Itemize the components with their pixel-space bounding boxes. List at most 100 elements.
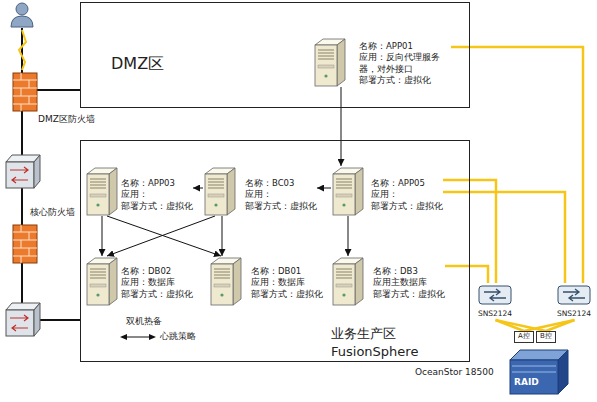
text-block: 核心防火墙 (30, 206, 75, 218)
node-label: SNS2124 (478, 309, 512, 319)
server: 名称：DB01应用：数据库部署方式：虚拟化 (209, 256, 323, 306)
text-block: 业务生产区FusionSphere (331, 325, 418, 360)
srv-icon (85, 256, 119, 306)
flow-arrow (193, 188, 203, 189)
note-label: 双机热备 (126, 316, 162, 327)
node-label: 应用：数据库 (251, 277, 323, 288)
sw-icon (557, 283, 591, 307)
node-label: 应用主数据库 (373, 277, 445, 288)
storage-array: OceanStor 18500 (508, 346, 570, 396)
fc-cable (546, 320, 575, 331)
controller-box: B控 (536, 331, 556, 343)
text-block: 名称：DB02应用：数据库部署方式：虚拟化 (121, 266, 193, 300)
user-icon (11, 3, 33, 27)
text-block: B控 (540, 332, 552, 341)
flow-arrow (317, 188, 331, 189)
server: 名称：DB3应用主数据库部署方式：虚拟化 (331, 256, 445, 306)
server: 名称：APP05应用：部署方式：虚拟化 (331, 166, 443, 216)
text-block: 名称：APP05应用：部署方式：虚拟化 (371, 178, 443, 212)
firewall: DMZ区防火墙 (8, 72, 95, 126)
srv-symbol (331, 166, 365, 216)
sw-icon (478, 283, 512, 307)
node-label: 部署方式：虚拟化 (359, 75, 451, 86)
node-label: 名称：BC03 (245, 178, 317, 189)
server: 名称：APP03应用：部署方式：虚拟化 (85, 166, 193, 216)
srv-symbol (209, 256, 243, 306)
srv-symbol (203, 166, 237, 216)
node-label: 部署方式：虚拟化 (245, 201, 317, 212)
raid-icon (508, 346, 570, 396)
srv-icon (331, 256, 365, 306)
zone-box: 业务生产区FusionSphere名称：APP03应用：部署方式：虚拟化名称：B… (80, 140, 470, 362)
node-label: 应用： (371, 189, 443, 200)
node-label: 部署方式：虚拟化 (371, 201, 443, 212)
fc-cable (524, 320, 575, 331)
node-label: 名称：DB3 (373, 266, 445, 277)
text-block: DMZ区防火墙 (38, 113, 95, 125)
wireless-link (19, 30, 26, 70)
node-label: DMZ区防火墙 (38, 113, 95, 125)
srv-symbol (85, 166, 119, 216)
sw-symbol (557, 283, 591, 307)
srv-icon (203, 166, 237, 216)
node-label: 应用： (245, 189, 317, 200)
text-block: 名称：APP01应用：反向代理服务器，对外接口部署方式：虚拟化 (359, 41, 451, 87)
text-block: 名称：DB3应用主数据库部署方式：虚拟化 (373, 266, 445, 300)
fc-cable (496, 320, 547, 331)
srv-icon (313, 37, 347, 87)
server: 名称：BC03应用：部署方式：虚拟化 (203, 166, 317, 216)
san-switch: SNS2124 (478, 283, 513, 320)
fc-cable (443, 192, 565, 283)
text-block: 名称：BC03应用：部署方式：虚拟化 (245, 178, 317, 212)
srv-symbol (85, 256, 119, 306)
san-switch: SNS2124 (557, 283, 592, 320)
node-label: A控 (518, 332, 530, 341)
uplink-line (40, 319, 80, 321)
node-label: 业务生产区 (331, 325, 418, 343)
text-block: A控 (518, 332, 530, 341)
srv-symbol (331, 256, 365, 306)
node-label: 应用：数据库 (121, 277, 193, 288)
switch-icon (6, 155, 40, 188)
device-label: RAID (514, 377, 539, 388)
srv-icon (85, 166, 119, 216)
srv-icon (331, 166, 365, 216)
text-block: SNS2124 (557, 309, 591, 319)
node-label: SNS2124 (557, 309, 591, 319)
node-label: 名称：APP05 (371, 178, 443, 189)
flow-arrow (222, 216, 223, 256)
text-block: 名称：APP03应用：部署方式：虚拟化 (121, 178, 193, 212)
node-label: B控 (540, 332, 552, 341)
node-label: 部署方式：虚拟化 (251, 289, 323, 300)
flow-arrow (341, 87, 342, 166)
flow-arrow (107, 216, 221, 256)
server: 名称：APP01应用：反向代理服务器，对外接口部署方式：虚拟化 (313, 37, 451, 87)
node-label: 部署方式：虚拟化 (121, 201, 193, 212)
text-block: OceanStor 18500 (415, 366, 494, 378)
firewall: 核心防火墙 (8, 206, 75, 264)
node-label: FusionSphere (331, 343, 418, 361)
node-label: DMZ区 (111, 53, 164, 75)
server: 名称：DB02应用：数据库部署方式：虚拟化 (85, 256, 193, 306)
zone-box: DMZ区 名称：APP01应用：反向代理服务器，对外接口部署方式：虚拟化 (80, 2, 470, 108)
switch-icon (6, 303, 40, 336)
node-label: 名称：DB02 (121, 266, 193, 277)
node-label: 应用： (121, 189, 193, 200)
flow-arrow (102, 216, 103, 256)
fw-symbol (12, 224, 38, 264)
flow-arrow (107, 216, 215, 256)
fw-icon (12, 224, 38, 264)
fw-symbol (12, 72, 38, 112)
raid-symbol (508, 346, 570, 396)
node-label: 名称：APP01 (359, 41, 451, 52)
flow-arrow (348, 216, 349, 256)
uplink-line (34, 89, 80, 91)
fc-cable (445, 266, 488, 283)
node-label: 名称：APP03 (121, 178, 193, 189)
sw-symbol (478, 283, 512, 307)
note-label: 心跳策略 (160, 331, 196, 342)
node-label: 部署方式：虚拟化 (373, 289, 445, 300)
node-label: 名称：DB01 (251, 266, 323, 277)
fw-icon (12, 72, 38, 110)
